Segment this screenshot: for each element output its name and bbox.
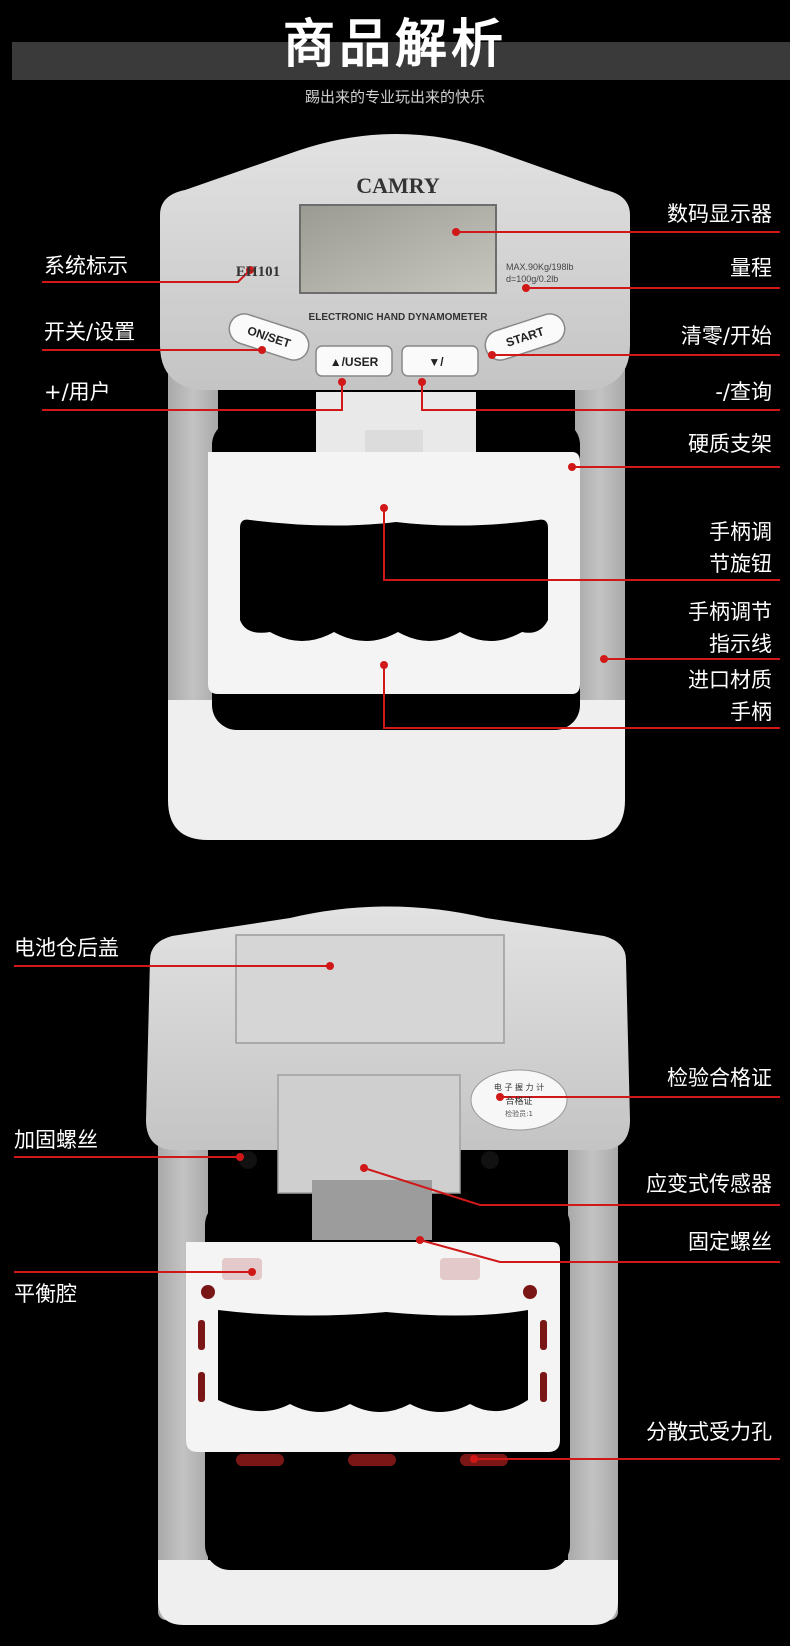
callout-display: 数码显示器 — [667, 202, 772, 226]
callout-sensor: 应变式传感器 — [646, 1172, 772, 1196]
line-handle — [383, 665, 780, 729]
callout-handle: 进口材质 手柄 — [688, 664, 772, 728]
back-left-rail — [158, 1100, 208, 1620]
line-plus-user — [42, 382, 343, 411]
line-fix-screw — [419, 1239, 780, 1263]
callout-on-set: 开关/设置 — [44, 320, 136, 344]
reinforce-screw-right — [481, 1151, 499, 1169]
callout-indicator: 手柄调节 指示线 — [688, 596, 772, 660]
page-title: 商品解析 — [282, 15, 507, 75]
line-sensor — [363, 1167, 780, 1206]
sticker-line-2: 合格证 — [505, 1095, 532, 1107]
device-subtitle: ELECTRONIC HAND DYNAMOMETER — [309, 312, 489, 323]
front-base — [168, 700, 625, 840]
callout-knob-line-1: 手柄调 — [709, 520, 772, 544]
model-text: EH101 — [236, 264, 280, 280]
spec-line-1: MAX.90Kg/198lb — [506, 262, 574, 272]
callout-handle-line-1: 进口材质 — [688, 668, 772, 692]
leader-lines — [14, 231, 780, 1460]
lcd-screen — [299, 204, 497, 294]
callout-balance: 平衡腔 — [14, 1282, 77, 1306]
sensor-block — [277, 1074, 461, 1194]
callout-screw: 加固螺丝 — [14, 1128, 98, 1152]
page-subtitle: 踢出来的专业玩出来的快乐 — [304, 88, 485, 106]
callout-system-label: 系统标示 — [44, 254, 128, 278]
leader-dots — [236, 228, 608, 1463]
callout-battery-cover: 电池仓后盖 — [14, 936, 119, 960]
balance-cavity-right — [440, 1258, 480, 1280]
front-buttons — [228, 313, 566, 377]
callout-knob-line-2: 节旋钮 — [709, 552, 772, 576]
sticker-line-1: 电 子 握 力 计 — [494, 1082, 544, 1092]
callout-indicator-line-2: 指示线 — [709, 632, 772, 656]
line-knob — [383, 508, 780, 581]
callout-range: 量程 — [730, 256, 772, 280]
sticker-line-3: 检验员:1 — [505, 1109, 533, 1118]
callout-clear-start: 清零/开始 — [680, 324, 772, 348]
callout-frame: 硬质支架 — [688, 432, 772, 456]
callout-handle-line-2: 手柄 — [730, 700, 772, 724]
balance-cavity-left — [222, 1258, 262, 1280]
callout-knob: 手柄调 节旋钮 — [709, 516, 772, 580]
back-device — [146, 906, 630, 1625]
battery-cover — [235, 934, 505, 1044]
callout-holes: 分散式受力孔 — [646, 1420, 772, 1444]
callout-indicator-line-1: 手柄调节 — [688, 600, 772, 624]
callout-certificate: 检验合格证 — [667, 1066, 772, 1090]
front-device — [160, 134, 630, 840]
line-minus-query — [421, 382, 780, 411]
callout-minus-query: -/查询 — [715, 380, 772, 404]
back-right-rail — [568, 1100, 618, 1620]
brand-text: CAMRY — [356, 173, 440, 198]
certificate-sticker — [470, 1069, 568, 1131]
callout-fix-screw: 固定螺丝 — [688, 1230, 772, 1254]
spec-line-2: d=100g/0.2lb — [506, 274, 558, 284]
line-system-label — [42, 269, 251, 283]
down-button-label: ▼/ — [428, 355, 444, 369]
user-button-label: ▲/USER — [330, 355, 379, 369]
header-bar — [12, 42, 790, 80]
callout-plus-user: +/用户 — [44, 380, 111, 404]
